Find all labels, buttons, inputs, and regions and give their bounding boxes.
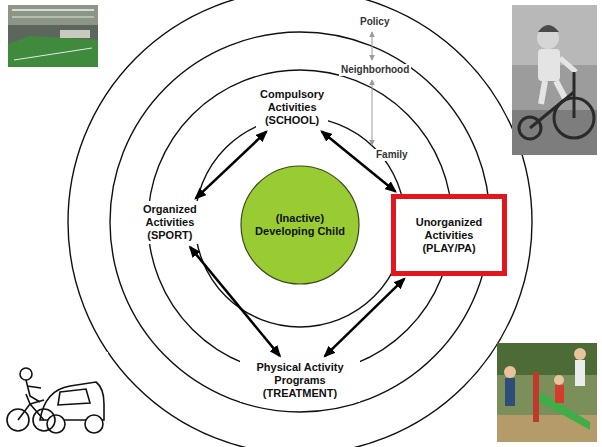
- activity-label: Physical Activity Programs (TREATMENT): [240, 359, 360, 402]
- ring-label: Policy: [358, 16, 391, 28]
- tricycle-photo: [512, 5, 597, 155]
- highlighted-activity: Unorganized Activities (PLAY/PA): [391, 194, 507, 276]
- double-arrow: [325, 279, 404, 356]
- activity-label: Compulsory Activities (SCHOOL): [256, 86, 328, 129]
- ring-label: Neighborhood: [339, 64, 411, 76]
- node-text: Organized Activities (SPORT): [143, 203, 197, 242]
- playground-photo: [497, 343, 597, 442]
- node-text: Unorganized Activities (PLAY/PA): [416, 216, 483, 255]
- arena-photo: [8, 5, 98, 67]
- ring-label: Family: [374, 149, 410, 161]
- activity-label: Organized Activities (SPORT): [139, 201, 201, 244]
- node-text: (Inactive) Developing Child: [250, 212, 350, 238]
- node-text: Compulsory Activities (SCHOOL): [260, 88, 324, 127]
- child-circle: (Inactive) Developing Child: [240, 165, 360, 285]
- cyclist-cartoon: [5, 352, 108, 443]
- node-text: Physical Activity Programs (TREATMENT): [244, 361, 356, 400]
